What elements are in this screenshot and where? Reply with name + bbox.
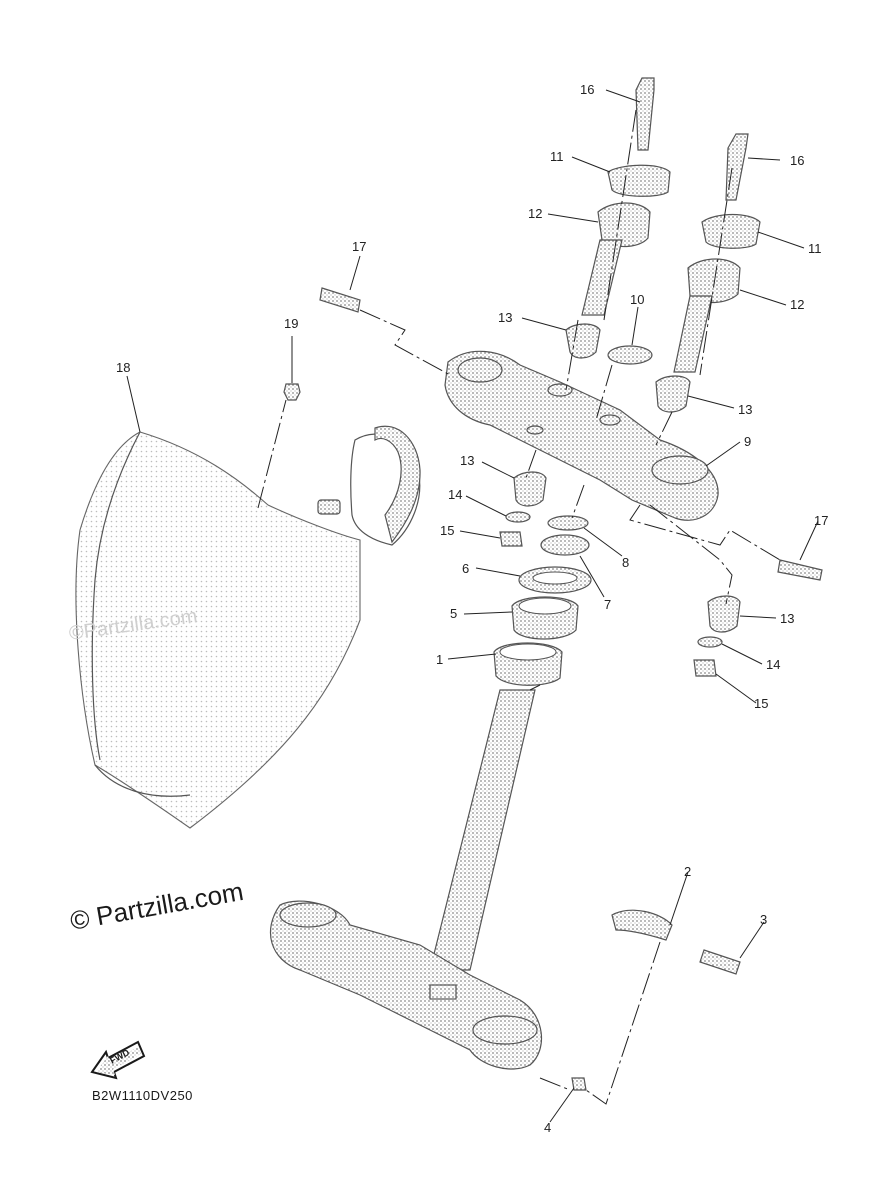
callout-15-right: 15 [754,696,768,711]
callout-3: 3 [760,912,767,927]
callout-14-left: 14 [448,487,462,502]
assembly-lines [257,109,781,1105]
hose-clamp-part [611,909,741,975]
partzilla-watermark: © Partzilla.com [68,876,246,936]
diagram-code: B2W1110DV250 [92,1088,193,1103]
callout-11-left: 11 [550,149,564,164]
upper-bracket-part [444,350,719,521]
bolt-19-part [283,383,301,401]
bolt-17-left-part [319,287,361,313]
callout-6: 6 [462,561,469,576]
callout-13-top: 13 [498,310,512,325]
callout-17-right: 17 [814,513,828,528]
number-plate-part [75,425,421,829]
callout-15-left: 15 [440,523,454,538]
callout-13-mid: 13 [460,453,474,468]
callout-12-right: 12 [790,297,804,312]
callout-13-right: 13 [738,402,752,417]
callout-19: 19 [284,316,298,331]
nut-4-part [571,1077,587,1091]
callout-12-left: 12 [528,206,542,221]
callout-18: 18 [116,360,130,375]
callout-8: 8 [622,555,629,570]
lower-bracket-stem-part [270,689,543,1070]
callout-4: 4 [544,1120,551,1135]
callout-7: 7 [604,597,611,612]
callout-5: 5 [450,606,457,621]
callout-14-right: 14 [766,657,780,672]
callout-13-low: 13 [780,611,794,626]
bolt-17-right-part [777,559,823,581]
fwd-arrow-icon: FWD [90,1040,146,1080]
leader-lines [126,89,819,1123]
callout-labels: 16 11 12 16 11 12 17 10 13 13 19 18 9 13… [116,82,828,1135]
washers-nuts-part [499,511,723,677]
bushings-part [513,323,741,633]
callout-16-right: 16 [790,153,804,168]
callout-11-right: 11 [808,241,822,256]
callout-2: 2 [684,864,691,879]
handlebar-holder-right-part [673,133,761,373]
callout-9: 9 [744,434,751,449]
steering-bearings-part [493,566,592,686]
callout-17-left: 17 [352,239,366,254]
callout-16-left: 16 [580,82,594,97]
callout-10: 10 [630,292,644,307]
callout-1: 1 [436,652,443,667]
handlebar-holder-left-part [581,77,671,316]
